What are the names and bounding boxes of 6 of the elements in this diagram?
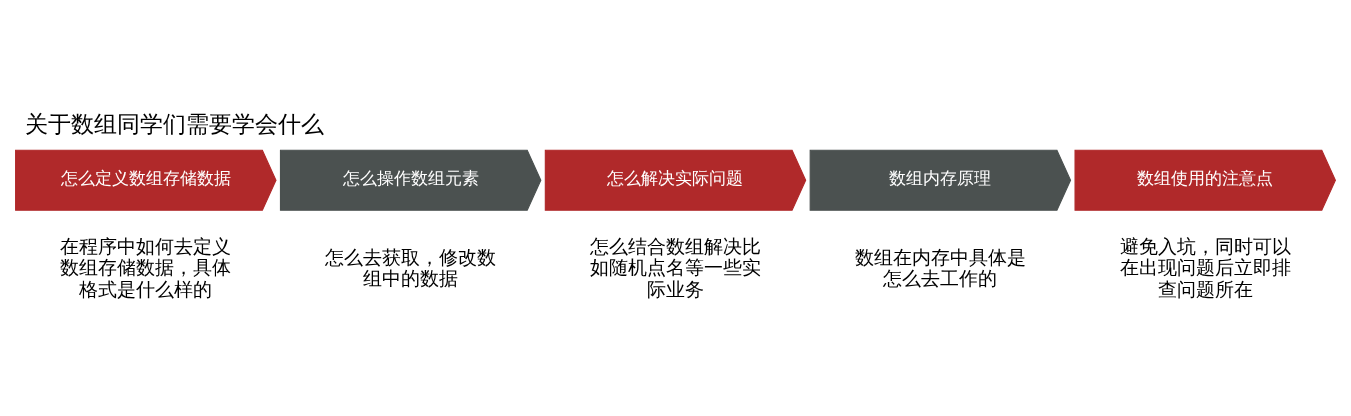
node-label: 数组在内存中具体是怎么去工作的 (854, 245, 1026, 291)
node-label: 避免入坑，同时可以在出现问题后立即排查问题所在 (1119, 234, 1291, 301)
node-label: 怎么结合数组解决比如随机点名等一些实际业务 (590, 234, 761, 301)
node-label: 在程序中如何去定义数组存储数据，具体格式是什么样的 (60, 234, 232, 301)
node-label: 怎么去获取，修改数组中的数据 (325, 245, 497, 291)
diagram-title: 关于数组同学们需要学会什么 (24, 111, 324, 138)
